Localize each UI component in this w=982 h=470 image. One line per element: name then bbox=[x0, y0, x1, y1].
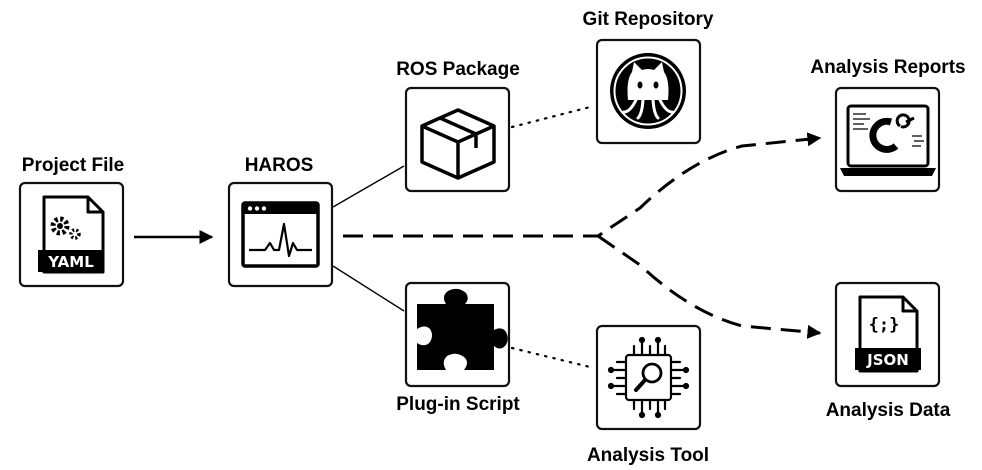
edge-haros-to-plugin-script bbox=[332, 265, 405, 312]
yaml-file-icon: YAML bbox=[38, 195, 105, 274]
analysis-tool-label: Analysis Tool bbox=[587, 445, 709, 466]
laptop-report-icon bbox=[840, 104, 936, 176]
package-box-icon bbox=[420, 108, 496, 180]
edge-plugin-script-to-analysis-tool bbox=[510, 346, 596, 370]
git-repository-label: Git Repository bbox=[583, 9, 714, 30]
edge-haros-to-analysis-data bbox=[597, 234, 822, 339]
project-file-label: Project File bbox=[22, 155, 124, 176]
circuit-magnifier-icon bbox=[607, 336, 690, 419]
haros-label: HAROS bbox=[245, 155, 314, 176]
node-plugin-script: Plug-in Script bbox=[396, 281, 520, 415]
github-octocat-icon bbox=[610, 53, 686, 129]
analysis-tool-box bbox=[595, 324, 702, 431]
node-haros: HAROS bbox=[227, 155, 334, 288]
analysis-data-label: Analysis Data bbox=[826, 400, 951, 421]
plugin-script-label: Plug-in Script bbox=[396, 394, 520, 415]
monitor-waveform-icon bbox=[241, 201, 320, 268]
node-analysis-reports: Analysis Reports bbox=[810, 57, 966, 193]
analysis-reports-label: Analysis Reports bbox=[810, 57, 965, 78]
node-ros-package: ROS Package bbox=[396, 59, 520, 193]
json-badge: JSON bbox=[866, 351, 909, 369]
json-braces: {;} bbox=[869, 315, 900, 335]
puzzle-piece-icon bbox=[417, 288, 508, 370]
node-project-file: Project File YAML bbox=[18, 155, 124, 288]
yaml-badge: YAML bbox=[47, 253, 94, 271]
json-file-icon: {;} JSON bbox=[855, 295, 921, 373]
edge-haros-to-ros-package bbox=[332, 165, 405, 208]
node-analysis-tool: Analysis Tool bbox=[587, 324, 709, 466]
node-git-repository: Git Repository bbox=[583, 9, 714, 145]
edges bbox=[134, 104, 822, 370]
edge-ros-package-to-git-repository bbox=[510, 104, 596, 129]
ros-package-label: ROS Package bbox=[396, 59, 520, 80]
edge-haros-to-analysis-reports bbox=[343, 132, 822, 238]
node-analysis-data: Analysis Data {;} JSON bbox=[826, 281, 951, 421]
